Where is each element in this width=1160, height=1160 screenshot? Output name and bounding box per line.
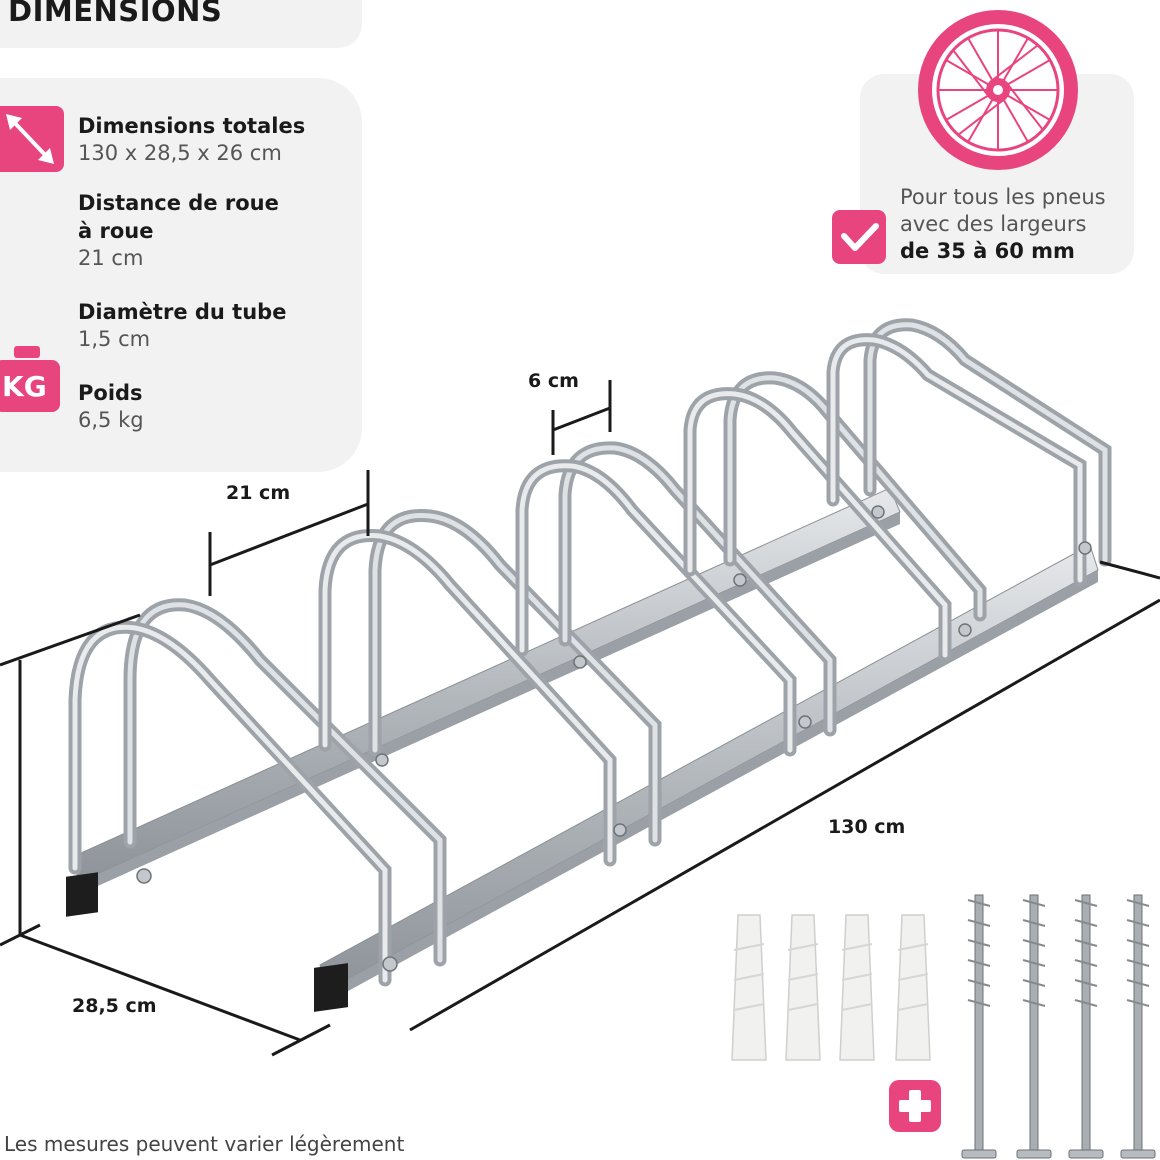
spec-tube-diameter-value: 1,5 cm: [78, 327, 151, 351]
front-rail-end-cap: [314, 963, 348, 1012]
footnote: Les mesures peuvent varier légèrement: [4, 1132, 405, 1156]
hoop-1-back: [123, 598, 447, 967]
hoop-2-front: [318, 528, 617, 867]
dimension-spacing-label: 21 cm: [226, 482, 291, 504]
hoop-1-front: [68, 620, 392, 987]
hoop-5-back: [863, 318, 1112, 567]
hoop-4-back: [723, 371, 987, 622]
weight-icon: KG: [0, 346, 64, 416]
spec-total-dimensions-value: 130 x 28,5 x 26 cm: [78, 141, 282, 165]
plus-icon: [889, 1080, 941, 1132]
spec-total-dimensions-label: Dimensions totales: [78, 114, 306, 138]
checkmark-icon: [832, 210, 886, 264]
dimension-tube-gap-label: 6 cm: [528, 370, 579, 392]
diagonal-arrows-icon: [0, 106, 64, 172]
hoop-5-front: [826, 333, 1087, 587]
tire-note-line-1: Pour tous les pneus: [900, 185, 1106, 209]
tire-note-line-3: de 35 à 60 mm: [900, 239, 1075, 263]
spec-wheel-distance-label-2: à roue: [78, 219, 154, 243]
dimension-length-label: 130 cm: [828, 816, 906, 838]
page-title: DIMENSIONS: [8, 0, 223, 28]
wall-plugs: [731, 914, 931, 1061]
hoop-3-front: [515, 459, 797, 757]
title-panel: DIMENSIONS: [0, 0, 362, 48]
spec-weight-label: Poids: [78, 381, 143, 405]
spec-wheel-distance-value: 21 cm: [78, 246, 144, 270]
tire-note: Pour tous les pneus avec des largeurs de…: [900, 184, 1106, 265]
front-rail: [319, 544, 1099, 991]
back-rail-end-cap: [66, 872, 98, 917]
dimension-depth-label: 28,5 cm: [72, 995, 157, 1017]
tire-note-line-2: avec des largeurs: [900, 212, 1087, 236]
hoop-4-front: [683, 387, 952, 662]
spec-wheel-distance-label-1: Distance de roue: [78, 191, 279, 215]
spec-tube-diameter-label: Diamètre du tube: [78, 300, 287, 324]
hoop-2-back: [368, 508, 662, 847]
weight-icon-text: KG: [2, 370, 47, 403]
spec-weight-value: 6,5 kg: [78, 408, 144, 432]
hoop-3-back: [558, 441, 837, 737]
screws: [961, 894, 1156, 1159]
back-rail: [69, 487, 901, 883]
